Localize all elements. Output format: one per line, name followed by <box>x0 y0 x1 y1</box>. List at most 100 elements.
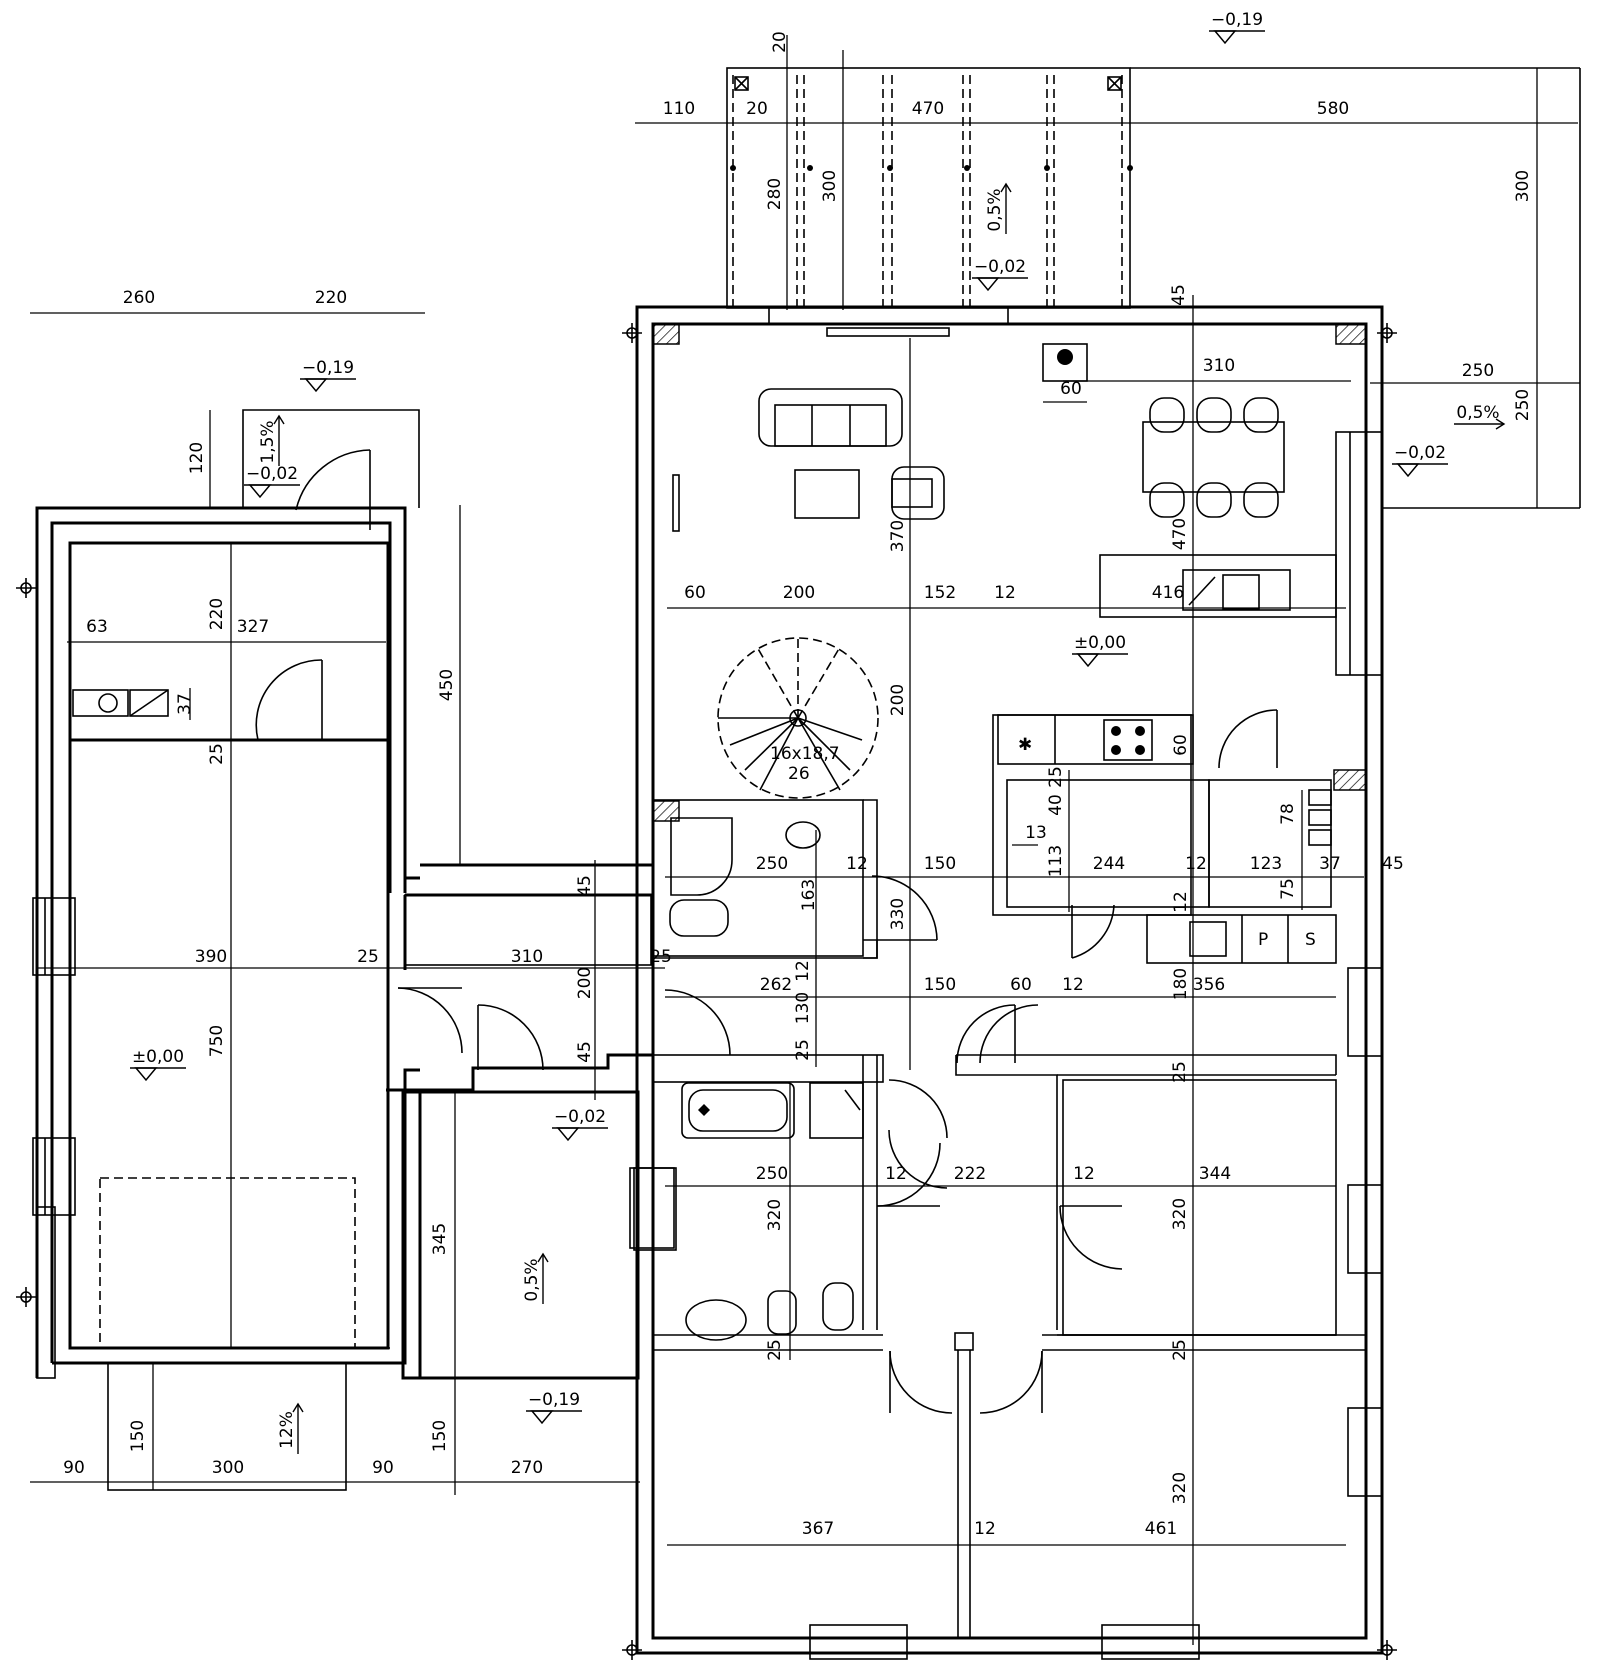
dimension-label: 25 <box>1170 1339 1190 1361</box>
stair-label-size: 16x18,7 <box>770 744 840 764</box>
dimension-label: 37 <box>175 693 195 715</box>
dimension-label: 250 <box>1513 389 1533 421</box>
dimension-label: 330 <box>888 898 908 930</box>
dimension-label: 310 <box>1203 356 1235 376</box>
dimension-label: 250 <box>756 1164 788 1184</box>
dimension-label: 63 <box>86 617 108 637</box>
dimension-label: 300 <box>1513 170 1533 202</box>
dimension-label: 250 <box>756 854 788 874</box>
dimension-label: 470 <box>1170 518 1190 550</box>
dimension-label: 356 <box>1193 975 1225 995</box>
slope-mark: 0,5% <box>522 1252 549 1304</box>
dimension-label: 60 <box>1010 975 1032 995</box>
dimension-label: 150 <box>924 854 956 874</box>
dimension-label: 320 <box>765 1199 785 1231</box>
slope-text: 0,5% <box>522 1258 542 1301</box>
dimension-label: 150 <box>430 1420 450 1452</box>
hob-star: ✱ <box>1018 735 1032 755</box>
dimension-label: 300 <box>212 1458 244 1478</box>
level-mark: −0,19 <box>300 358 356 393</box>
dimension-label: 12 <box>885 1164 907 1184</box>
dimension-label: 12 <box>1062 975 1084 995</box>
dimension-label: 320 <box>1170 1472 1190 1504</box>
dimension-label: 25 <box>1170 1061 1190 1083</box>
level-mark: ±0,00 <box>1072 633 1128 668</box>
dimension-label: 150 <box>924 975 956 995</box>
dimension-label: 200 <box>575 967 595 999</box>
level-text: −0,02 <box>1394 443 1446 463</box>
dimension-label: 390 <box>195 947 227 967</box>
level-text: −0,02 <box>554 1107 606 1127</box>
level-marks: −0,19 −0,19 −0,02 −0,02 −0,02 ±0,00 ±0,00 −0,02… <box>130 10 1448 1425</box>
dimension-label: 75 <box>1278 878 1298 900</box>
dimension-label: 345 <box>430 1223 450 1255</box>
appliance-label-s: S <box>1305 930 1316 950</box>
main-house-walls <box>635 305 1384 1655</box>
slope-text: 0,5% <box>1456 403 1499 423</box>
dimension-label: 60 <box>1171 734 1191 756</box>
dimension-label: 12 <box>846 854 868 874</box>
stair-label-count: 26 <box>788 764 810 784</box>
dimension-label: 370 <box>888 520 908 552</box>
dimension-label: 130 <box>793 992 813 1024</box>
dimension-label: 12 <box>1073 1164 1095 1184</box>
dimension-label: 13 <box>1025 823 1047 843</box>
dimension-label: 90 <box>63 1458 85 1478</box>
dimension-label: 120 <box>187 442 207 474</box>
dimension-label: 163 <box>799 879 819 911</box>
level-text: −0,19 <box>528 1390 580 1410</box>
dimension-label: 25 <box>357 947 379 967</box>
dimension-label: 150 <box>128 1420 148 1452</box>
dimension-label: 45 <box>1382 854 1404 874</box>
dimension-label: 244 <box>1093 854 1125 874</box>
dimension-label: 60 <box>684 583 706 603</box>
grid-markers <box>16 323 1397 1660</box>
dimension-label: 222 <box>954 1164 986 1184</box>
dimension-label: 20 <box>770 31 790 53</box>
dimension-label: 220 <box>207 598 227 630</box>
level-mark: −0,02 <box>552 1107 608 1142</box>
dimension-label: 470 <box>912 99 944 119</box>
level-mark: −0,02 <box>972 257 1028 292</box>
slope-text: 0,5% <box>985 188 1005 231</box>
dimension-label: 40 <box>1046 794 1066 816</box>
dimension-label: 310 <box>511 947 543 967</box>
furniture <box>669 343 1337 1341</box>
level-text: −0,19 <box>1211 10 1263 30</box>
level-text: −0,02 <box>974 257 1026 277</box>
dimension-label: 25 <box>1046 766 1066 788</box>
dimension-lines <box>30 35 1580 1645</box>
dimension-label: 416 <box>1152 583 1184 603</box>
level-mark: −0,02 <box>244 464 300 499</box>
dimension-label: 25 <box>650 947 672 967</box>
dimension-label: 78 <box>1278 803 1298 825</box>
level-mark: −0,19 <box>526 1390 582 1425</box>
dimension-label: 200 <box>888 684 908 716</box>
level-mark: ±0,00 <box>130 1047 186 1082</box>
dimension-label: 327 <box>237 617 269 637</box>
dimension-label: 12 <box>994 583 1016 603</box>
dimension-label: 262 <box>760 975 792 995</box>
level-text: ±0,00 <box>132 1047 184 1067</box>
slope-mark: 12% <box>277 1402 304 1454</box>
dimension-label: 12 <box>793 960 813 982</box>
dimension-label: 450 <box>437 669 457 701</box>
dimension-label: 113 <box>1046 845 1066 877</box>
dimension-label: 367 <box>802 1519 834 1539</box>
dimension-label: 45 <box>575 1041 595 1063</box>
dimension-label: 12 <box>1185 854 1207 874</box>
slope-mark: 1,5% <box>258 414 285 466</box>
dimension-label: 90 <box>372 1458 394 1478</box>
slope-mark: 0,5% <box>985 182 1012 234</box>
garage-walls <box>32 409 420 1491</box>
dimension-label: 25 <box>207 743 227 765</box>
level-mark: −0,02 <box>1392 443 1448 478</box>
slope-text: 1,5% <box>258 420 278 463</box>
link-walls <box>386 863 731 1380</box>
slope-marks: 0,5% 0,5% 1,5% 0,5% 12% <box>258 182 1506 1454</box>
dimension-label: 123 <box>1250 854 1282 874</box>
dimension-label: 25 <box>793 1039 813 1061</box>
dimension-label: 12 <box>1171 891 1191 913</box>
dimension-label: 200 <box>783 583 815 603</box>
